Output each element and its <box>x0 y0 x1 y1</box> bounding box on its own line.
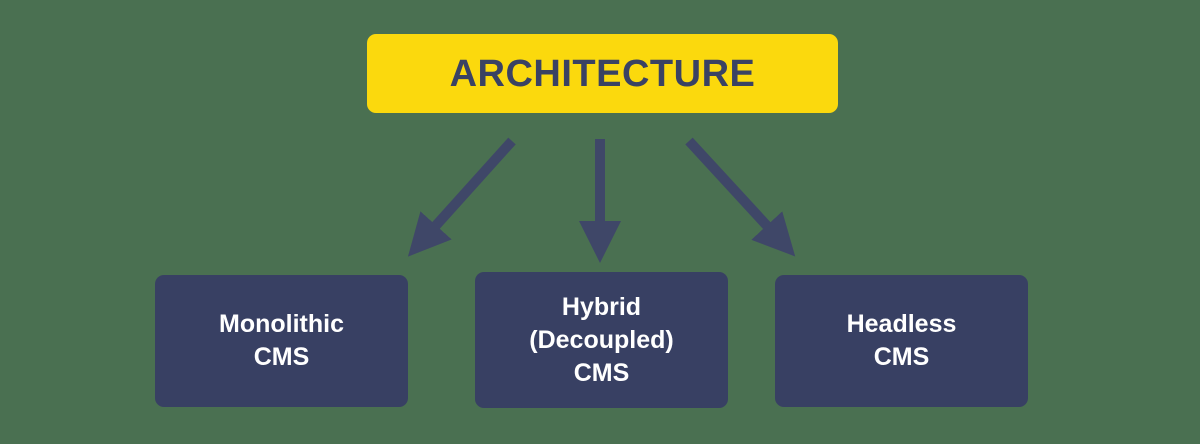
node-hybrid-decoupled-cms[interactable]: Hybrid (Decoupled) CMS <box>475 272 728 408</box>
root-node-label: ARCHITECTURE <box>449 52 756 95</box>
node-monolithic-cms[interactable]: Monolithic CMS <box>155 275 408 407</box>
node-monolithic-cms-label: Monolithic CMS <box>219 310 344 371</box>
node-hybrid-decoupled-cms-label: Hybrid (Decoupled) CMS <box>529 292 674 387</box>
arrow-to-headless <box>685 137 796 257</box>
root-node-architecture[interactable]: ARCHITECTURE <box>367 34 838 113</box>
node-headless-cms-label: Headless CMS <box>846 310 957 371</box>
arrow-to-monolithic <box>407 137 516 257</box>
node-headless-cms[interactable]: Headless CMS <box>775 275 1028 407</box>
